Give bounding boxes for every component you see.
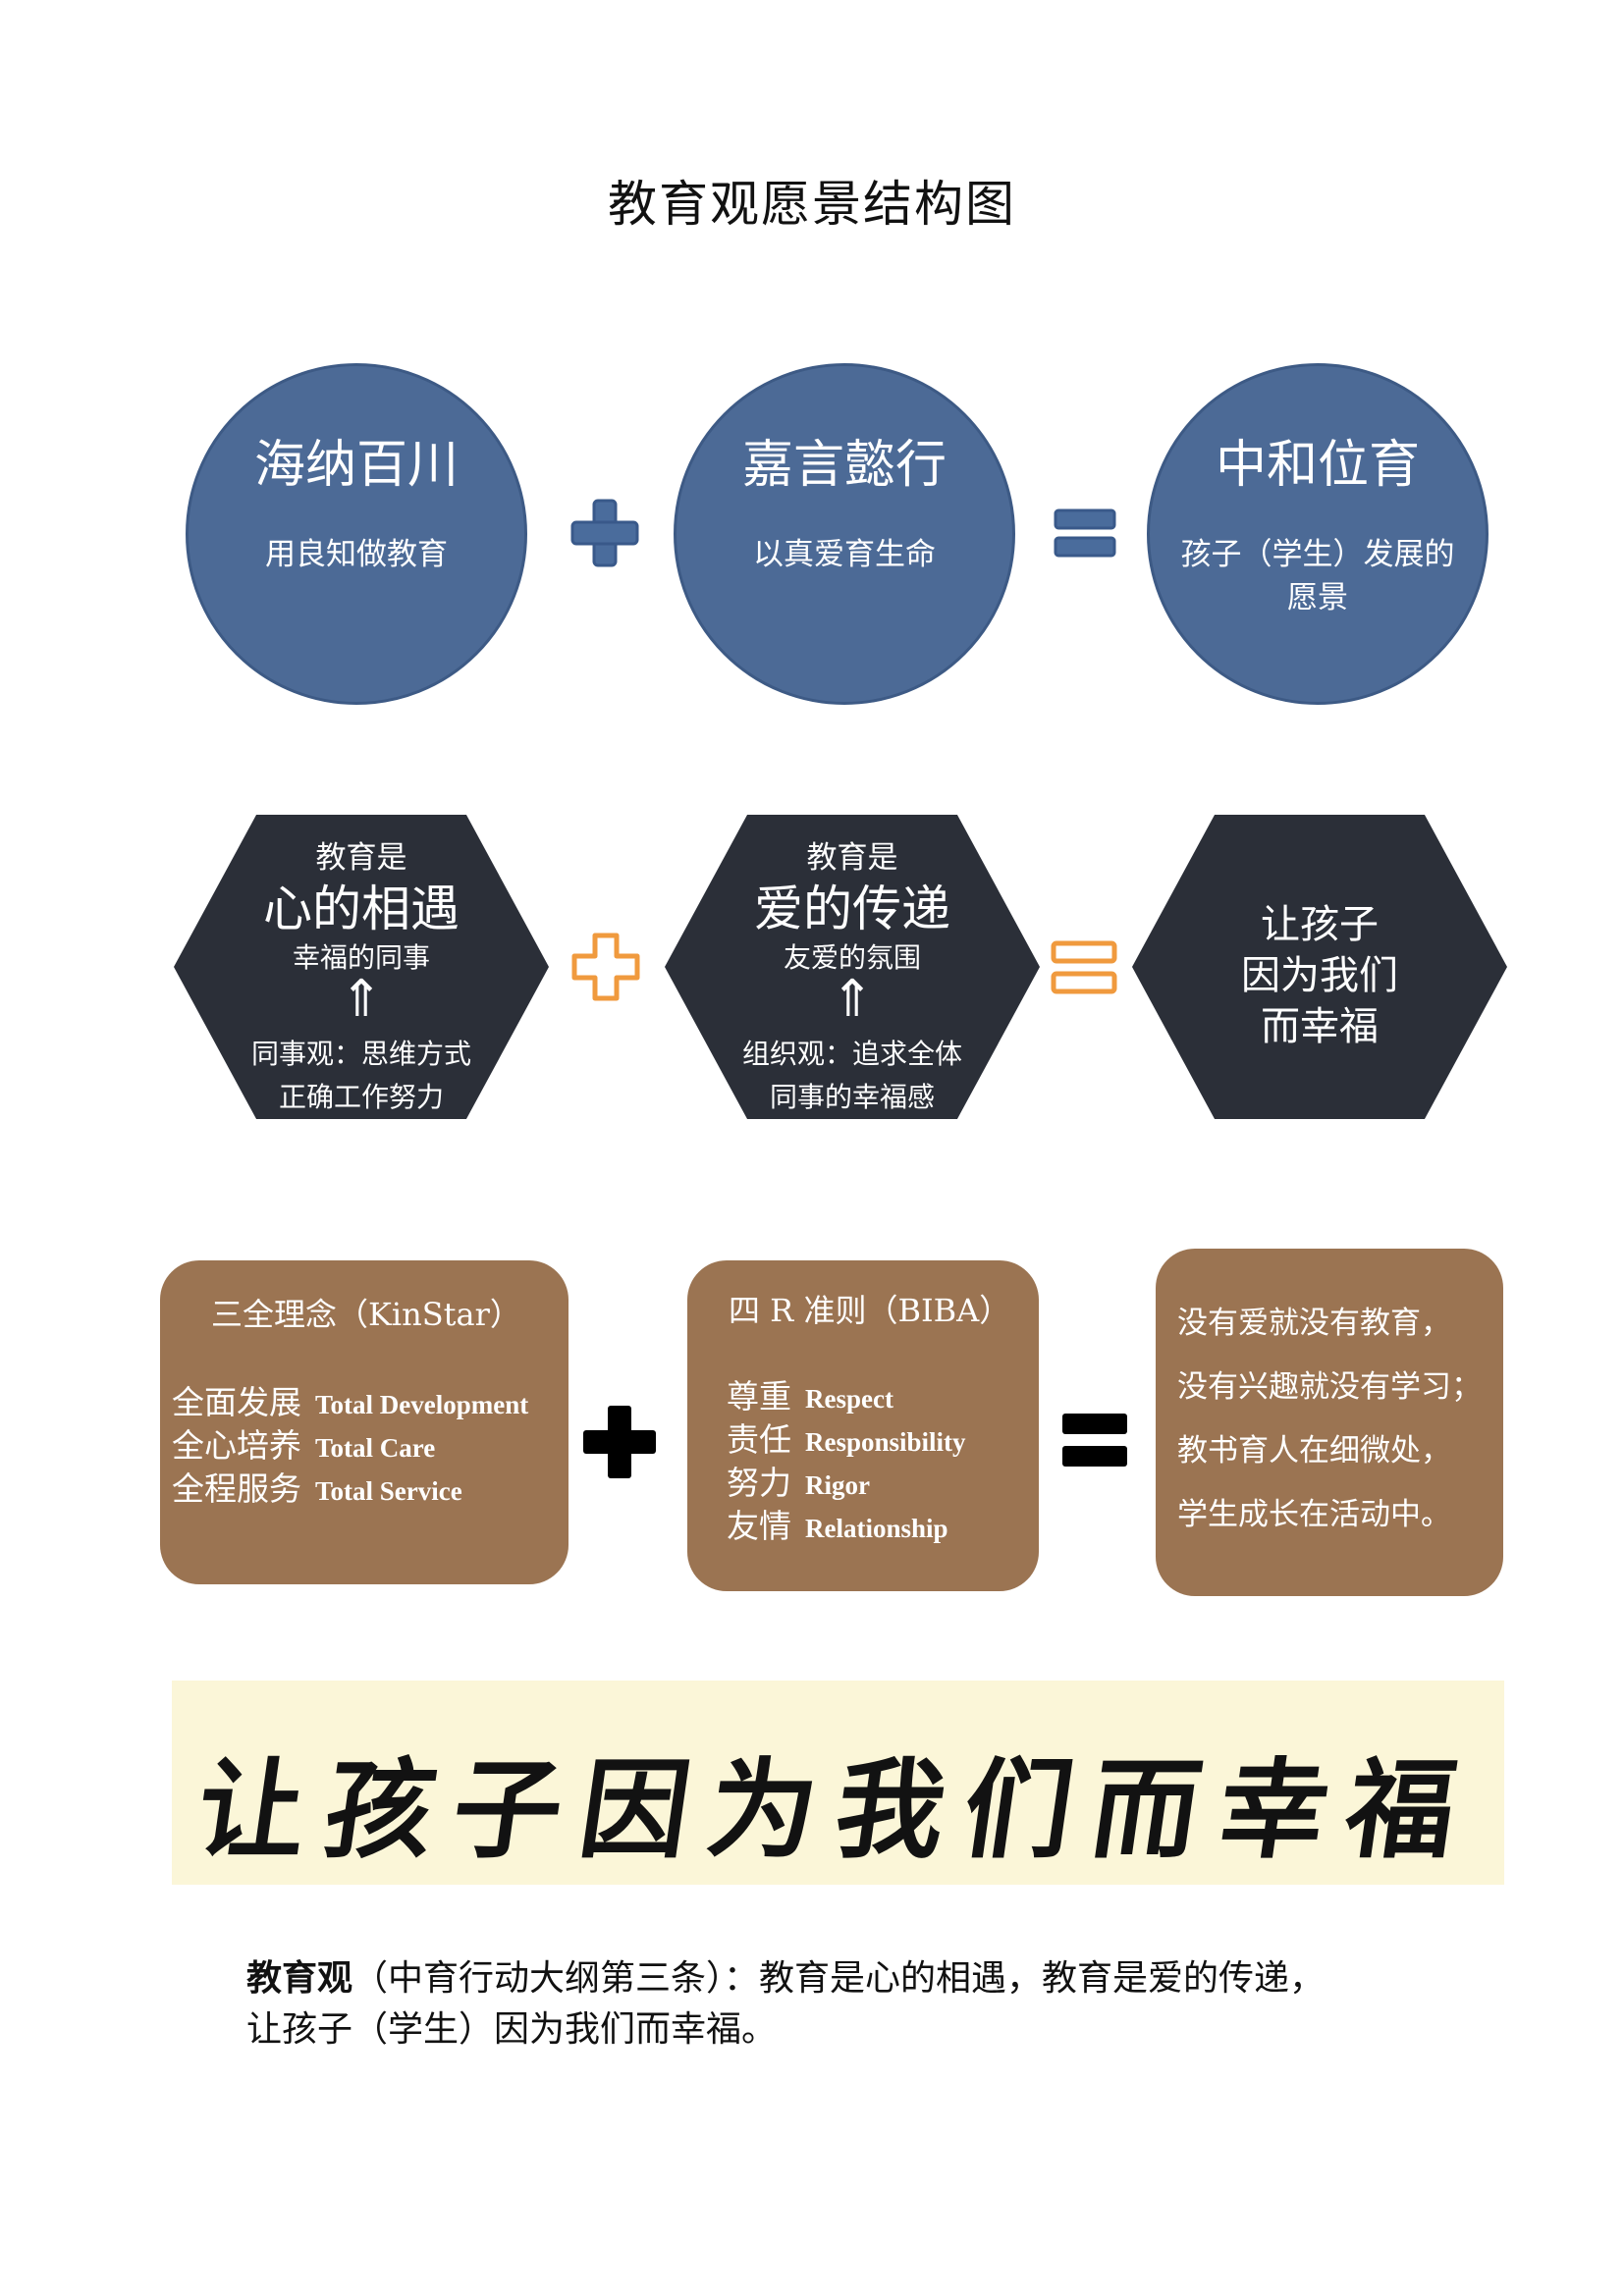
box-line: 责任 Responsibility <box>727 1414 966 1461</box>
box-line-en: Rigor <box>805 1470 870 1500</box>
calligraphy-banner: 让孩子因为我们而幸福 <box>172 1681 1504 1885</box>
hex-footnote-line: 组织观：追求全体 <box>741 1038 962 1070</box>
circle-subtitle: 用良知做教育 <box>265 537 448 572</box>
hex-intro: 教育是 <box>315 840 407 876</box>
circle-zhonghe: 中和位育 孩子（学生）发展的愿景 <box>1147 363 1489 705</box>
footer-line: 教育观（中育行动大纲第三条）：教育是心的相遇，教育是爱的传递， <box>246 1953 1474 2004</box>
box-line: 努力 Rigor <box>727 1457 870 1504</box>
calligraphy-text: 让孩子因为我们而幸福 <box>189 1746 1485 1873</box>
hex-subtitle: 友爱的氛围 <box>783 941 921 974</box>
box-line-cn: 友情 <box>727 1507 791 1545</box>
equals-icon-row1 <box>1054 508 1116 558</box>
box-line-cn: 尊重 <box>727 1377 791 1415</box>
box-line-en: Total Development <box>315 1390 529 1419</box>
box-line: 全程服务 Total Service <box>172 1463 462 1510</box>
box-line-en: Total Care <box>315 1433 436 1463</box>
footer-paragraph: 教育观（中育行动大纲第三条）：教育是心的相遇，教育是爱的传递， 让孩子（学生）因… <box>246 1953 1474 2056</box>
box-line-en: Relationship <box>805 1514 948 1543</box>
footer-line: 让孩子（学生）因为我们而幸福。 <box>246 2009 778 2050</box>
hex-footnote: 同事观：思维方式 正确工作努力 <box>174 1033 549 1119</box>
motto-line: 教书育人在细微处， <box>1177 1433 1451 1468</box>
hex-result-line: 让孩子 <box>1261 902 1379 947</box>
box-line: 全面发展 Total Development <box>172 1376 528 1423</box>
hex-title: 心的相遇 <box>263 881 460 937</box>
box-three-total: 三全理念（KinStar） 全面发展 Total Development 全心培养… <box>160 1260 568 1584</box>
box-line: 友情 Relationship <box>727 1500 948 1547</box>
up-double-arrow-icon: ⇑ <box>831 970 874 1029</box>
hexagon-love-pass: 教育是 爱的传递 友爱的氛围 ⇑ 组织观：追求全体 同事的幸福感 <box>665 815 1040 1119</box>
box-line: 全心培养 Total Care <box>172 1419 435 1467</box>
box-line-en: Responsibility <box>805 1427 966 1457</box>
plus-icon-row3 <box>583 1406 656 1478</box>
hex-footnote: 组织观：追求全体 同事的幸福感 <box>665 1033 1040 1119</box>
box-line-en: Respect <box>805 1384 893 1414</box>
box-line: 尊重 Respect <box>727 1370 893 1417</box>
box-line-cn: 努力 <box>727 1464 791 1502</box>
hex-result-line: 因为我们 <box>1241 953 1398 998</box>
hexagon-result: 让孩子 因为我们 而幸福 <box>1132 815 1507 1119</box>
circle-title: 海纳百川 <box>253 436 459 495</box>
box-line-cn: 全心培养 <box>172 1426 301 1465</box>
hex-footnote-line: 正确工作努力 <box>278 1081 444 1113</box>
box-line-cn: 责任 <box>727 1420 791 1459</box>
hex-intro: 教育是 <box>806 840 898 876</box>
motto-line: 没有爱就没有教育， <box>1177 1306 1451 1341</box>
box-line-cn: 全面发展 <box>172 1383 301 1421</box>
page-title: 教育观愿景结构图 <box>608 176 1016 233</box>
equals-icon-row3 <box>1062 1414 1127 1467</box>
box-line-en: Total Service <box>315 1476 462 1506</box>
circle-title: 嘉言懿行 <box>741 436 947 495</box>
box-header: 三全理念（KinStar） <box>211 1296 521 1333</box>
hex-footnote-line: 同事观：思维方式 <box>250 1038 471 1070</box>
circle-subtitle: 孩子（学生）发展的愿景 <box>1180 537 1455 615</box>
hex-title: 爱的传递 <box>754 881 950 937</box>
plus-icon-row2 <box>571 933 640 1001</box>
circle-subtitle: 以真爱育生命 <box>753 537 936 572</box>
plus-icon-row1 <box>570 499 639 567</box>
box-motto: 没有爱就没有教育， 没有兴趣就没有学习； 教书育人在细微处， 学生成长在活动中。 <box>1156 1249 1503 1596</box>
motto-line: 学生成长在活动中。 <box>1177 1497 1451 1532</box>
hex-subtitle: 幸福的同事 <box>292 941 430 974</box>
circle-title: 中和位育 <box>1215 436 1420 495</box>
box-line-cn: 全程服务 <box>172 1469 301 1508</box>
hex-result-text: 让孩子 因为我们 而幸福 <box>1132 899 1507 1052</box>
equals-icon-row2 <box>1051 940 1117 994</box>
footer-bold-term: 教育观 <box>246 1958 353 1999</box>
hex-footnote-line: 同事的幸福感 <box>769 1081 935 1113</box>
hex-result-line: 而幸福 <box>1261 1004 1379 1049</box>
circle-haina: 海纳百川 用良知做教育 <box>186 363 527 705</box>
circle-jiayan: 嘉言懿行 以真爱育生命 <box>674 363 1015 705</box>
footer-text: （中育行动大纲第三条）：教育是心的相遇，教育是爱的传递， <box>352 1958 1326 1999</box>
up-double-arrow-icon: ⇑ <box>340 970 383 1029</box>
box-header: 四 R 准则（BIBA） <box>729 1292 1011 1329</box>
hexagon-heart-meet: 教育是 心的相遇 幸福的同事 ⇑ 同事观：思维方式 正确工作努力 <box>174 815 549 1119</box>
motto-line: 没有兴趣就没有学习； <box>1177 1369 1482 1405</box>
